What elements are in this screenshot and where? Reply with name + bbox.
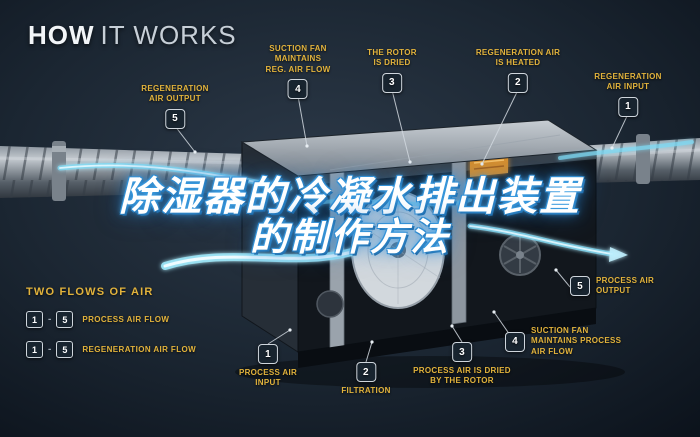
step-badge-1: 1: [618, 96, 638, 117]
title-word-bold: HOW: [28, 20, 95, 50]
step-badge-4: 4: [505, 331, 525, 352]
step-badge-3: 3: [452, 342, 472, 362]
legend-row-process: 1 - 5 PROCESS AIR FLOW: [26, 311, 196, 328]
legend-heading: TWO FLOWS OF AIR: [26, 286, 154, 298]
leader-dots: [193, 144, 614, 344]
step-badge-2: 2: [355, 362, 376, 382]
rotor: [351, 191, 445, 309]
overlay-line-1: 除湿器的冷凝水排出装置: [119, 175, 581, 219]
chinese-overlay-title: 除湿器的冷凝水排出装置 的制作方法: [119, 176, 581, 260]
legend-badge-to: 5: [56, 341, 74, 358]
legend-badge-to: 5: [56, 311, 74, 328]
heater: [470, 156, 508, 177]
overlay-line-2: 的制作方法: [249, 217, 450, 259]
left-duct: [0, 141, 249, 201]
title-word-light: IT WORKS: [100, 20, 237, 50]
legend-badge-from: 1: [26, 341, 43, 358]
callout-label: FILTRATION: [341, 386, 391, 395]
callout-filtration: 2 FILTRATION: [341, 362, 390, 396]
legend-label: PROCESS AIR FLOW: [82, 315, 170, 324]
legend-dash: -: [48, 314, 52, 325]
legend-row-regeneration: 1 - 5 REGENERATION AIR FLOW: [26, 341, 196, 358]
airflow-streams: [57, 140, 694, 270]
step-badge-5: 5: [165, 108, 185, 129]
reg-suction-fan: [316, 290, 344, 318]
step-badge-3: 3: [381, 72, 402, 93]
legend-label: REGENERATION AIR FLOW: [82, 345, 197, 354]
step-badge-4: 4: [288, 79, 308, 100]
legend-dash: -: [48, 344, 52, 355]
step-badge-1: 1: [258, 344, 278, 364]
step-badge-2: 2: [507, 72, 528, 93]
step-badge-5: 5: [570, 276, 590, 297]
legend-two-flows: TWO FLOWS OF AIR 1 - 5 PROCESS AIR FLOW …: [26, 286, 196, 358]
legend-badge-from: 1: [26, 311, 43, 328]
process-suction-fan: [499, 234, 541, 276]
